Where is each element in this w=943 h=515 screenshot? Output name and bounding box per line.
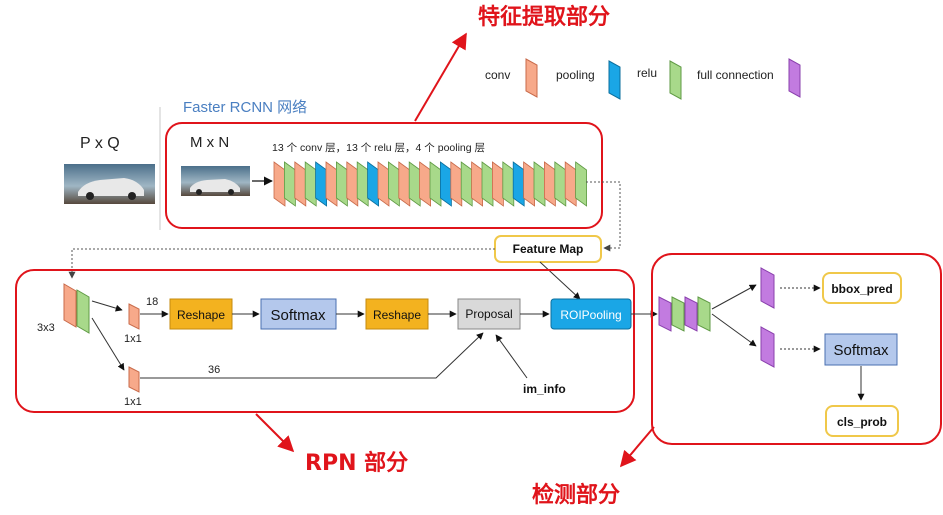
relu-layer [460, 161, 473, 207]
legend-conv-label: conv [485, 68, 510, 82]
k1x1-top-label: 1x1 [124, 333, 142, 345]
conv-layer [564, 161, 577, 207]
k3x3-label: 3x3 [37, 322, 55, 334]
reshape2-label: Reshape [373, 308, 421, 322]
relu-layer [429, 161, 442, 207]
legend-pooling-label: pooling [556, 68, 595, 82]
detection-pointer [619, 426, 655, 468]
relu-layer [356, 161, 369, 207]
legend-conv-swatch [525, 58, 538, 98]
feature-extract-box [165, 122, 603, 229]
im-info-label: im_info [523, 382, 566, 396]
pxq-label: P x Q [80, 135, 120, 152]
conv-layer [492, 161, 504, 207]
conv-layer [523, 161, 535, 207]
cls-prob-label: cls_prob [837, 415, 887, 429]
conv-layer [398, 161, 411, 207]
conv-layer [294, 161, 307, 207]
pooling-layer [367, 161, 379, 207]
det-fc-1 [658, 296, 672, 332]
bbox-pred-label: bbox_pred [831, 282, 892, 296]
legend-relu-label: relu [637, 66, 657, 80]
pooling-layer [440, 161, 452, 207]
conv-layer [419, 161, 431, 207]
relu-layer [554, 161, 567, 207]
rpn-softmax-label: Softmax [270, 307, 326, 324]
arrow-bbox-to-proposal [140, 332, 484, 379]
rpn-title: RPN 部分 [305, 450, 408, 476]
conv-layer [471, 161, 483, 207]
detection-title: 检测部分 [532, 482, 620, 508]
detection-box [651, 253, 942, 445]
arrow-iminfo-to-proposal [495, 334, 528, 379]
legend: conv pooling relu full connection [485, 58, 801, 100]
k1x1-bottom-label: 1x1 [124, 396, 142, 408]
legend-relu-swatch [669, 60, 682, 100]
arrow-to-bbox-fc [711, 284, 757, 310]
arrow-featuremap-to-roipooling [539, 261, 581, 300]
conv-layer [273, 161, 286, 207]
conv-layer-stack [273, 161, 587, 207]
conv-layer [377, 161, 390, 207]
relu-layer [408, 161, 421, 207]
feature-extract-title: 特征提取部分 [478, 4, 610, 30]
conv-layer [325, 161, 338, 207]
connector-layers-to-featuremap [586, 181, 621, 252]
relu-layer [336, 161, 348, 207]
bbox-pred-box [822, 272, 902, 304]
rpn-1x1-conv-bottom [128, 366, 140, 393]
arrow-to-1x1-bottom [91, 317, 125, 371]
det-fc-2 [684, 296, 698, 332]
network-title: Faster RCNN 网络 [183, 99, 307, 116]
conv-layer [544, 161, 556, 207]
pooling-layer [512, 161, 525, 207]
feature-map-label: Feature Map [513, 242, 584, 256]
input-image-pxq [64, 164, 155, 204]
ch36-label: 36 [208, 364, 220, 376]
reshape2-box [365, 298, 429, 330]
relu-layer [388, 161, 400, 207]
input-image-mxn [181, 166, 250, 196]
rpn-softmax-box [260, 298, 337, 330]
det-softmax-box [824, 333, 898, 366]
rpn-box [15, 269, 635, 413]
relu-layer [284, 161, 296, 207]
arrow-to-1x1-top [91, 300, 123, 312]
relu-layer [533, 161, 546, 207]
det-relu-1 [671, 296, 685, 332]
det-bbox-fc [760, 267, 775, 309]
det-relu-2 [697, 296, 711, 332]
connector-featuremap-to-rpn [68, 248, 495, 279]
det-softmax-label: Softmax [833, 342, 889, 359]
rpn-3x3-relu [76, 289, 90, 334]
layers-description: 13 个 conv 层，13 个 relu 层，4 个 pooling 层 [272, 142, 485, 154]
proposal-label: Proposal [465, 307, 512, 321]
det-cls-fc [760, 326, 775, 368]
arrow-to-cls-fc [711, 313, 757, 347]
relu-layer [304, 161, 317, 207]
conv-layer [450, 161, 463, 207]
conv-layer [346, 161, 359, 207]
reshape1-label: Reshape [177, 308, 225, 322]
ch18-label: 18 [146, 296, 158, 308]
pooling-layer [315, 161, 327, 207]
legend-fc-swatch [788, 58, 801, 98]
rpn-3x3-conv [63, 283, 77, 328]
relu-layer [575, 161, 587, 207]
mxn-label: M x N [190, 134, 229, 151]
roipooling-label: ROIPooling [560, 308, 621, 322]
rpn-pointer [255, 413, 295, 453]
legend-pooling-swatch [608, 60, 621, 100]
reshape1-box [169, 298, 233, 330]
relu-layer [502, 161, 515, 207]
feature-extract-pointer [414, 32, 467, 122]
cls-prob-box [825, 405, 899, 437]
legend-fc-label: full connection [697, 68, 774, 82]
relu-layer [481, 161, 494, 207]
rpn-1x1-conv-top [128, 303, 140, 330]
